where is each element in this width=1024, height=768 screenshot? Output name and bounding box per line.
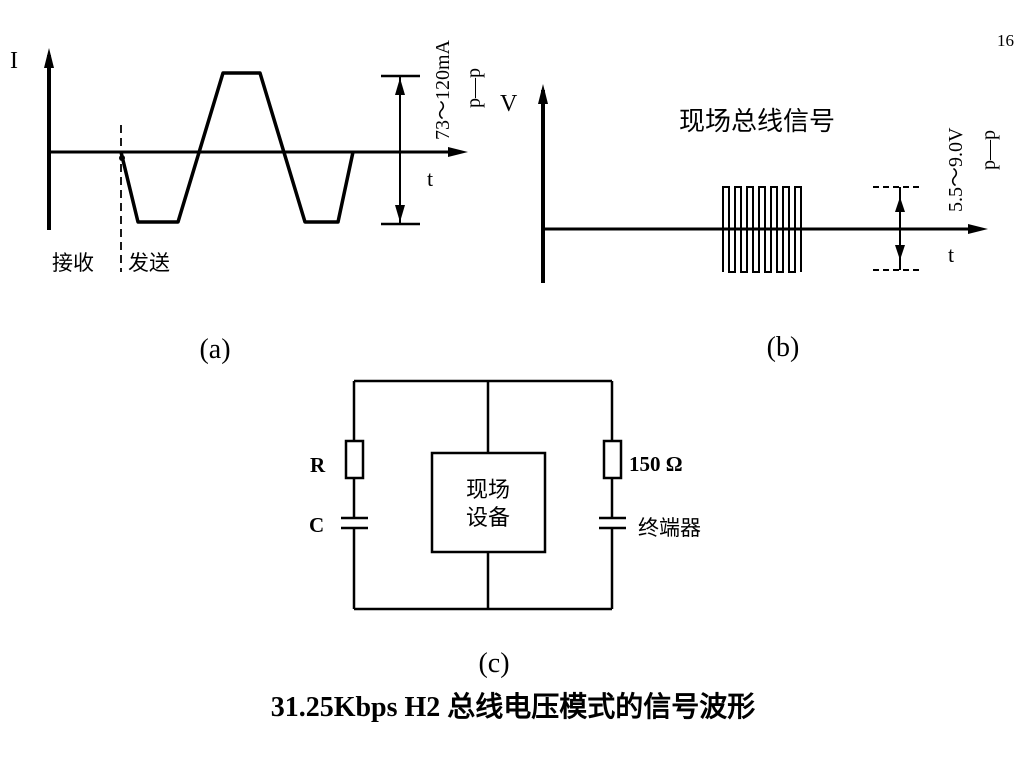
panel-b-x-arrow [968, 224, 988, 234]
panel-a-receive-label: 接收 [52, 251, 94, 275]
terminator-resistor [602, 439, 623, 480]
panel-b-x-label: t [948, 242, 954, 267]
panel-b: V t 现场总线信号 5.5～9.0V p—p (b) [500, 84, 1000, 363]
field-device-label-2: 设备 [466, 506, 510, 531]
panel-c-circuit: R C 现场 设备 150 Ω 终端器 (c) [309, 379, 701, 679]
panel-a-x-label: t [427, 166, 433, 191]
terminator-resistor-label: 150 Ω [629, 452, 683, 476]
panel-a-waveform [119, 71, 355, 224]
field-device-label-1: 现场 [466, 478, 510, 503]
panel-b-title: 现场总线信号 [679, 107, 835, 137]
panel-a-send-label: 发送 [128, 251, 170, 275]
panel-a-caption: (a) [199, 334, 230, 365]
terminator-label: 终端器 [638, 516, 701, 540]
resistor-r [344, 439, 365, 480]
page-number: 16 [997, 31, 1014, 50]
panel-b-amplitude-label: 5.5～9.0V [945, 127, 967, 212]
panel-c-caption: (c) [478, 648, 509, 679]
panel-a-dim-arrow-down [395, 205, 405, 222]
panel-a-pp-label: p—p [463, 68, 485, 108]
panel-a-amplitude-label: 73～120mA [432, 39, 454, 140]
panel-a-marker [119, 155, 125, 161]
panel-a-x-arrow [448, 147, 468, 157]
panel-a: I t 73～120mA p—p 接收 发送 (a) [10, 39, 485, 365]
panel-b-y-label: V [500, 91, 518, 117]
panel-b-dim-arrow-down [895, 245, 905, 260]
field-device-box [430, 451, 547, 554]
panel-a-y-arrow [44, 48, 54, 68]
panel-b-dim-arrow-up [895, 197, 905, 212]
resistor-label: R [310, 453, 326, 477]
panel-b-signal-burst [722, 186, 802, 273]
figure-title: 31.25Kbps H2 总线电压模式的信号波形 [271, 690, 756, 723]
panel-b-y-arrow [538, 84, 548, 104]
panel-a-dim-arrow-up [395, 78, 405, 95]
panel-a-y-label: I [10, 48, 18, 74]
panel-b-caption: (b) [767, 332, 800, 363]
capacitor-label: C [309, 513, 324, 537]
panel-b-pp-label: p—p [978, 130, 1000, 170]
